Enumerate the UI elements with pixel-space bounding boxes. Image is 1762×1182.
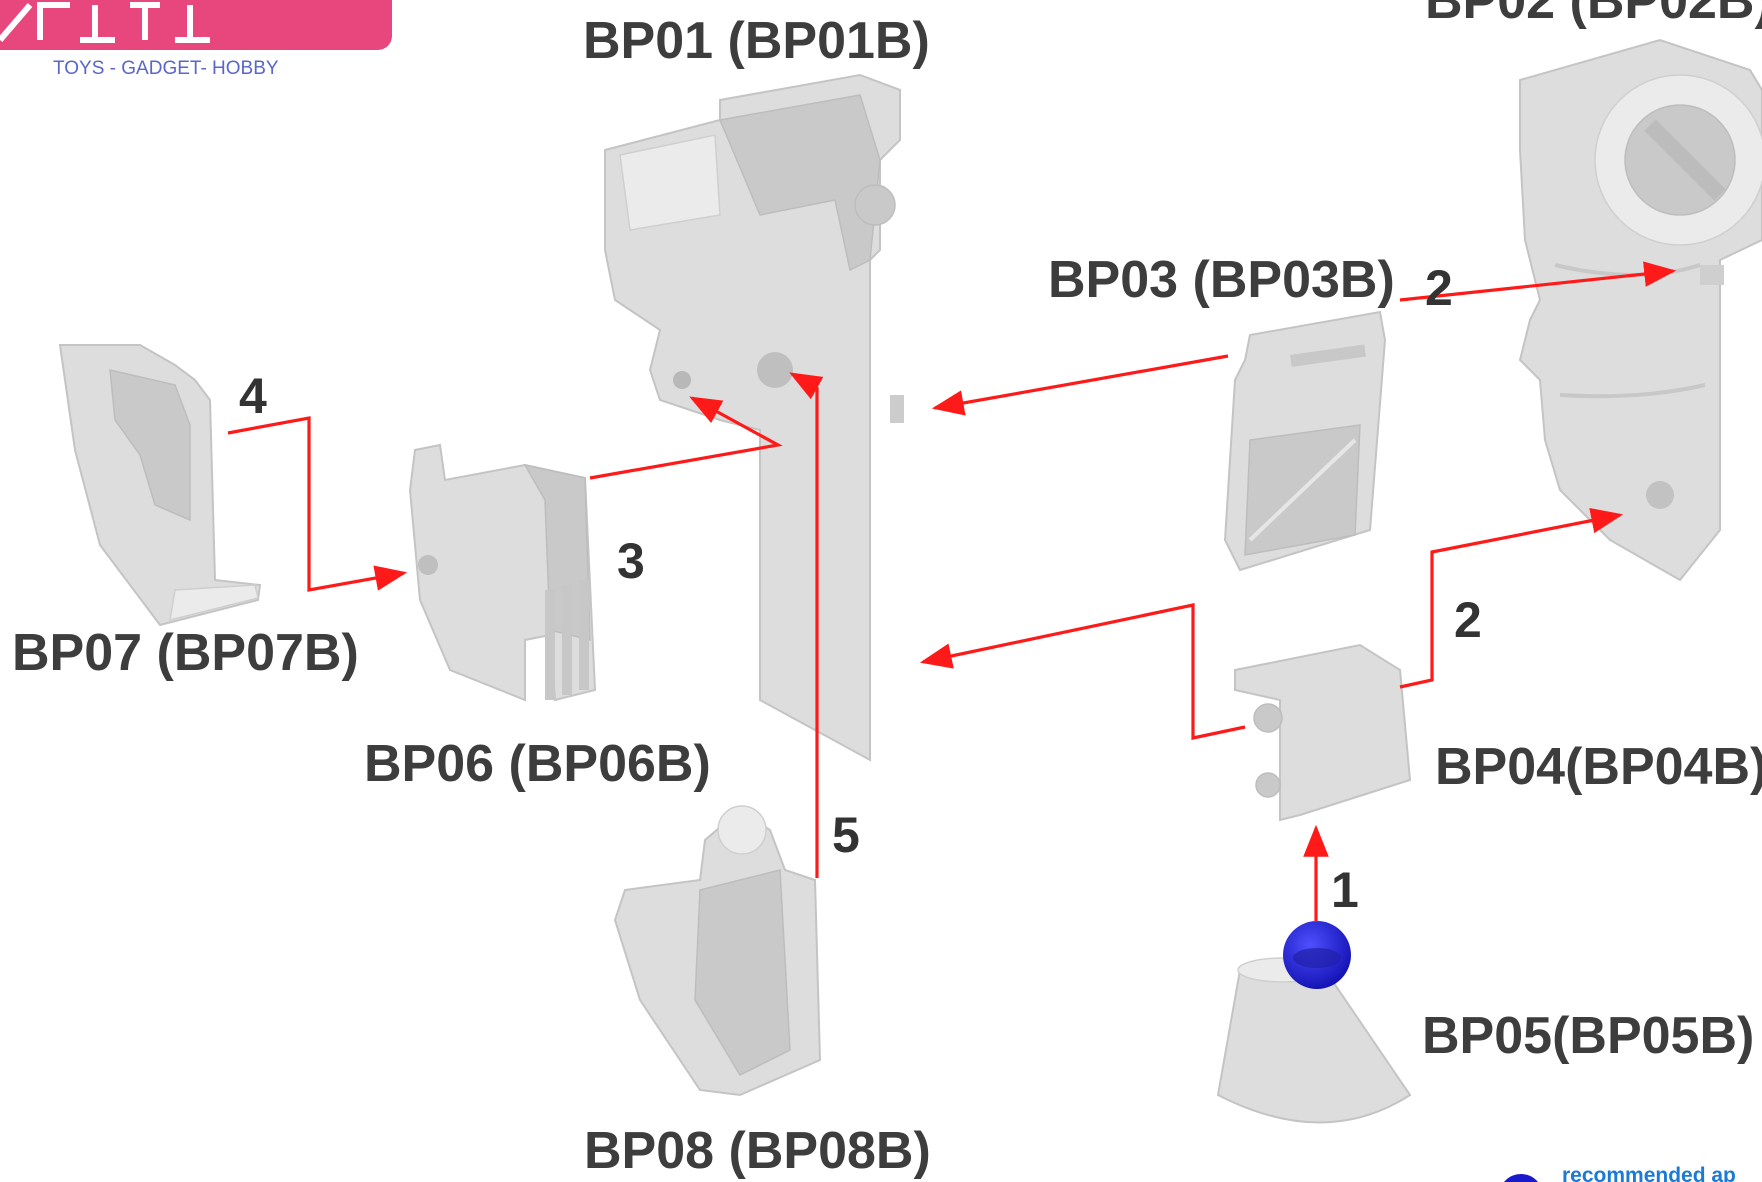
bp06-fin-3 (579, 580, 589, 690)
part-bp06 (408, 443, 597, 702)
bp03-diagonal (1248, 438, 1357, 542)
step-number-2-top: 2 (1425, 260, 1453, 316)
part-bp05 (1216, 921, 1412, 1124)
legend-marker (1504, 1174, 1538, 1182)
label-bp01: BP01 (BP01B) (583, 12, 930, 70)
bp04-peg-top (1253, 703, 1283, 733)
assembly-arrows (227, 261, 1677, 922)
bp07-recess (109, 369, 191, 522)
arrow-step-5-bp08-to-bp01 (789, 372, 824, 878)
bp01-clamp (718, 94, 881, 272)
bp06-fin-2 (562, 585, 572, 695)
part-bp08 (613, 805, 822, 1097)
step-number-1: 1 (1331, 862, 1359, 918)
bp03-slot (1290, 344, 1366, 367)
label-bp06: BP06 (BP06B) (364, 735, 711, 793)
bp06-fin-1 (545, 590, 555, 700)
bp05-base (1216, 969, 1412, 1124)
bp07-foot (169, 584, 259, 622)
bp02-slot (1644, 119, 1726, 201)
brand-logo: TOYS - GADGET- HOBBY (0, 0, 392, 79)
label-bp08: BP08 (BP08B) (584, 1122, 931, 1180)
bp01-side-pin (890, 395, 904, 423)
arrow-step-4-bp07-to-bp06 (227, 416, 408, 592)
bp06-hole (418, 555, 438, 575)
step-number-5: 5 (832, 807, 860, 863)
bp08-panel (694, 869, 791, 1076)
bp01-body (604, 73, 901, 762)
bp01-peg (854, 184, 896, 226)
label-bp03: BP03 (BP03B) (1048, 251, 1395, 309)
part-bp04 (1234, 643, 1412, 822)
label-bp02: BP02 (BP02B) (1425, 0, 1762, 30)
bp04-block (1234, 643, 1412, 822)
arrow-bp03-to-bp01 (931, 354, 1229, 416)
legend: recommended ap (1504, 1164, 1736, 1182)
arrow-step-2-bp04-to-bp02 (1399, 508, 1624, 689)
logo-mark (0, 2, 210, 43)
bp04-peg-bottom (1255, 772, 1281, 798)
bp01-socket (619, 134, 721, 231)
label-bp07: BP07 (BP07B) (12, 624, 359, 682)
bp01-hole (757, 352, 793, 388)
bp02-hole (1646, 481, 1674, 509)
legend-text: recommended ap (1562, 1164, 1736, 1182)
part-bp01 (604, 73, 904, 762)
bp02-band-bottom (1559, 383, 1706, 399)
bp02-peg (1700, 265, 1724, 285)
step-number-4: 4 (239, 368, 267, 424)
step-number-3: 3 (617, 533, 645, 589)
step-number-2-bottom: 2 (1454, 592, 1482, 648)
arrow-bp04-to-bp01 (919, 603, 1246, 740)
label-bp05: BP05(BP05B) (1422, 1007, 1754, 1065)
bp08-joint (717, 805, 767, 855)
part-bp02 (1518, 38, 1762, 582)
arrow-step-3-bp06-to-bp01 (589, 396, 783, 480)
label-bp04: BP04(BP04B) (1435, 738, 1762, 796)
part-bp03 (1223, 310, 1387, 572)
logo-tagline: TOYS - GADGET- HOBBY (53, 58, 279, 79)
part-bp07 (58, 344, 262, 627)
bp01-pin-hole (673, 371, 691, 389)
arrow-step-2-bp03-to-bp02 (1399, 261, 1677, 302)
bp05-ball-rim (1293, 948, 1341, 968)
